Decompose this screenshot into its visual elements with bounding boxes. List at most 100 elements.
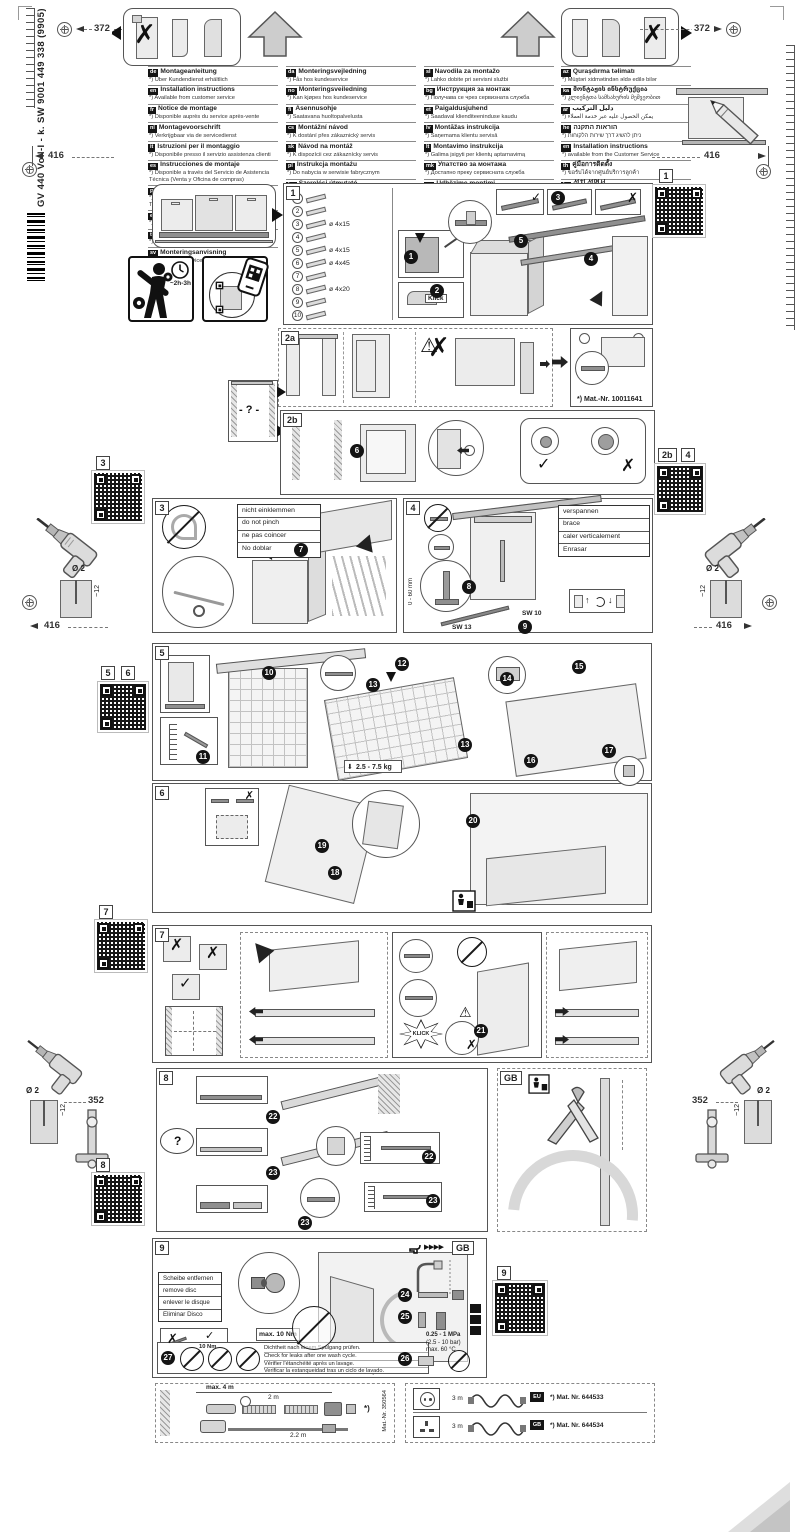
- cord-squiggle: [468, 1394, 526, 1408]
- divider: [413, 1412, 647, 1413]
- drill-mark-416-right: [756, 164, 771, 179]
- gb-water-tag: GB: [452, 1241, 474, 1255]
- drill-depth-label: ~12: [734, 1104, 741, 1116]
- plinth-variant-3: [196, 1185, 268, 1213]
- arrow-up-icon: [500, 10, 556, 57]
- part-glyph: [305, 297, 327, 308]
- arrow-left-icon: [76, 26, 84, 32]
- fast-forward-icon: ▶▶▶▶: [424, 1244, 444, 1251]
- sw13-label: SW 13: [452, 624, 472, 631]
- cross-icon: ✗: [466, 1037, 477, 1052]
- dim-416-right-lower: 416: [714, 620, 734, 631]
- part-number: 6: [292, 258, 303, 269]
- cross-icon: ✗: [206, 945, 220, 962]
- part-number: 9: [292, 297, 303, 308]
- step-1-badge: 1: [404, 250, 418, 264]
- language-title: Monteringsveiledning: [298, 86, 367, 94]
- panel-types-box-left: ✗: [123, 8, 241, 66]
- no-pinch-circle: [162, 505, 206, 549]
- valve-magnifier: [238, 1252, 300, 1314]
- door-corner: [362, 800, 404, 850]
- drill-dia-label: Ø 2: [72, 564, 85, 573]
- base-bar: [165, 704, 205, 709]
- centering-front-view: [165, 1006, 223, 1056]
- dim-tick: [768, 146, 770, 166]
- magnifier-circle: [320, 655, 356, 691]
- hose-fitting: [418, 1292, 448, 1298]
- cord-mat-1: *) Mat. Nr. 644533: [550, 1394, 604, 1401]
- language-code-badge: es: [148, 162, 159, 171]
- language-code-badge: de: [148, 69, 159, 77]
- hose-connector: [322, 1424, 336, 1433]
- no-adapter-circle: [448, 1350, 470, 1372]
- qr-code-3: [91, 470, 145, 524]
- hose-fitting: [452, 1290, 464, 1300]
- language-code-badge: ka: [561, 87, 572, 96]
- hose-mat-nr: Mat.-Nr. 350564: [382, 1390, 388, 1432]
- niche-question-label: - ? -: [239, 404, 260, 416]
- screw-head: [598, 434, 614, 450]
- cord-length-1: 3 m: [452, 1395, 463, 1402]
- hose-mid-length: 2 m: [268, 1394, 279, 1401]
- qr-9-label: 9: [497, 1266, 511, 1280]
- rotate-icon: [595, 597, 605, 607]
- ruler-ticks: [364, 1136, 371, 1161]
- drill-depth-label: ~12: [60, 1104, 67, 1116]
- spec-badge: [470, 1304, 481, 1313]
- section-6-tag: 6: [155, 786, 169, 800]
- cross-icon: ✗: [170, 937, 184, 954]
- language-note: *) available from the Customer Service: [562, 151, 660, 158]
- language-code-badge: en: [148, 87, 159, 96]
- faucet-sketch: [416, 1260, 451, 1294]
- no-screw-circle: [457, 937, 487, 967]
- smartphone-icon: [237, 257, 269, 297]
- cabinet-corner: [437, 429, 461, 469]
- magnifier-circle: [575, 351, 609, 385]
- language-code-badge: cs: [286, 125, 297, 133]
- fixing-variant-a-box: [240, 932, 388, 1058]
- note-line: Scheibe entfernen: [159, 1273, 221, 1286]
- hose-nut: [346, 1404, 356, 1414]
- step-5-badge: 5: [514, 234, 528, 248]
- language-note: *) Müştəri xidmətindən əldə edilə bilər: [562, 76, 657, 83]
- plug-type-badge-eu: EU: [530, 1392, 544, 1402]
- qr-5-label: 5: [101, 666, 115, 680]
- profile-sketch: [572, 19, 588, 57]
- check-icon: ✓: [530, 190, 541, 204]
- clock-icon: [171, 261, 189, 279]
- cube-sketch: [199, 944, 227, 970]
- page-curl-inner: [750, 1500, 790, 1532]
- barcode: [27, 213, 45, 283]
- language-code-badge: et: [424, 106, 433, 115]
- leveling-foot: [443, 571, 450, 601]
- cabinet-corner: [559, 940, 637, 992]
- gap-circle: [428, 534, 454, 560]
- step-22b-badge: 22: [422, 1150, 436, 1164]
- check-icon: ✓: [205, 1330, 215, 1342]
- language-title: Installation instructions: [160, 86, 235, 94]
- arrow-up-icon: ↑: [585, 595, 590, 605]
- part-number: 4: [292, 232, 303, 243]
- bracket-outline: [216, 815, 248, 839]
- temp-line: max. 60 °C: [426, 1347, 456, 1353]
- language-note: *) K dispozícii cez zákaznícky servis: [287, 151, 379, 158]
- step-7-badge: 7: [294, 543, 308, 557]
- language-code-badge: sk: [286, 144, 297, 152]
- part-spec: ø 4x15: [329, 247, 350, 254]
- language-code-badge: nl: [148, 125, 157, 133]
- drill-mark-right: [762, 595, 777, 610]
- step-6-badge: 6: [350, 444, 364, 458]
- floor-bar: [155, 240, 273, 243]
- plinth-bar: [682, 140, 766, 145]
- plinth-variant-2: [196, 1128, 268, 1156]
- qr-2b-label: 2b: [658, 448, 677, 462]
- section-gb-tag: GB: [500, 1071, 522, 1085]
- language-code-badge: th: [561, 162, 571, 171]
- niche-side: [612, 236, 648, 316]
- front-view-box: [160, 655, 210, 713]
- language-note: *) K dostání přes zákaznický servis: [287, 132, 376, 139]
- screw-detail-ok: [531, 427, 559, 455]
